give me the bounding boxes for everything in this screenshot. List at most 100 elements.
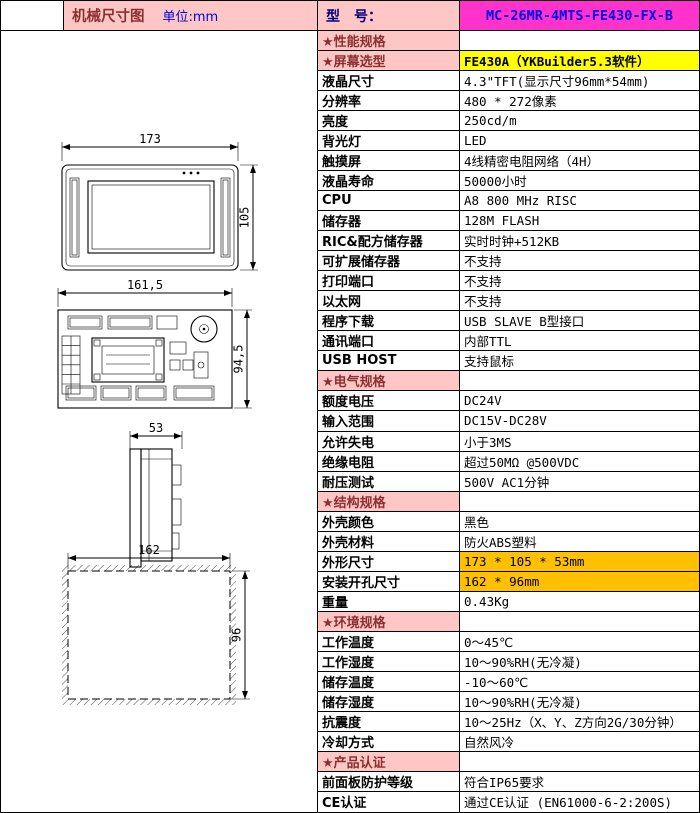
spec-label: 程序下载 [318, 311, 460, 331]
unit-label: 单位:mm [162, 10, 219, 25]
spec-section-row: ★性能规格 [318, 31, 699, 52]
spec-label: CE认证 [318, 791, 460, 812]
spec-label: 允许失电 [318, 431, 460, 451]
spec-label: ★电气规格 [318, 371, 460, 391]
spec-label: 冷却方式 [318, 731, 460, 751]
spec-value: 通过CE认证 (EN61000-6-2:200S) [464, 795, 673, 811]
spec-value: 符合IP65要求 [464, 774, 545, 790]
drawing-title: 机械尺寸图 [72, 9, 145, 25]
spec-label: 亮度 [318, 111, 460, 131]
spec-value: 0～45℃ [464, 634, 514, 650]
spec-row: 绝缘电阻超过50MΩ @500VDC [318, 451, 699, 472]
spec-label: 输入范围 [318, 411, 460, 431]
spec-value: -10～60℃ [464, 674, 529, 690]
spec-value: 128M FLASH [464, 213, 540, 229]
spec-row: CE认证通过CE认证 (EN61000-6-2:200S) [318, 791, 699, 812]
spec-label: RIC&配方储存器 [318, 231, 460, 251]
spec-value: 10～25Hz（X、Y、Z方向2G/30分钟） [464, 714, 682, 730]
spec-value: 防火ABS塑料 [464, 534, 537, 550]
spec-value: 173 * 105 * 53mm [460, 551, 699, 571]
spec-label: 以太网 [318, 291, 460, 311]
drawing-header-cell: 机械尺寸图 单位:mm [64, 1, 317, 30]
spec-value: 黑色 [464, 514, 490, 530]
spec-value: 不支持 [464, 274, 502, 290]
spec-label: ★屏幕选型 [318, 51, 460, 71]
spec-value: 自然风冷 [464, 734, 515, 750]
spec-value: A8 800 MHz RISC [464, 193, 577, 209]
spec-value: 480 * 272像素 [464, 94, 557, 110]
spec-label: 液晶尺寸 [318, 71, 460, 91]
spec-value [460, 371, 699, 390]
spec-section-row: ★产品认证 [318, 751, 699, 772]
spec-value: LED [464, 133, 487, 149]
spec-row: 储存温度-10～60℃ [318, 671, 699, 692]
cutout-height-dimension: 96 [230, 628, 244, 642]
spec-value: 不支持 [464, 294, 502, 310]
front-view-drawing: 173 105 [61, 132, 258, 271]
spec-label: ★结构规格 [318, 491, 460, 511]
spec-value [460, 612, 699, 631]
spec-row: RIC&配方储存器实时时钟+512KB [318, 231, 699, 252]
spec-label: 抗震度 [318, 711, 460, 731]
spec-label: ★性能规格 [318, 31, 460, 51]
spec-value: 小于3MS [464, 434, 512, 450]
spec-label: 分辨率 [318, 91, 460, 111]
spec-value: 500V AC1分钟 [464, 474, 550, 490]
cutout-width-dimension: 162 [138, 543, 160, 557]
spec-label: 背光灯 [318, 131, 460, 151]
spec-value [460, 752, 699, 771]
spec-label: ★产品认证 [318, 751, 460, 771]
spec-row: 前面板防护等级符合IP65要求 [318, 771, 699, 792]
spec-value: 4线精密电阻网络（4H） [464, 154, 600, 170]
panel-cutout-drawing: 162 96 [62, 543, 250, 705]
spec-label: 储存温度 [318, 671, 460, 691]
spec-value: 162 * 96mm [460, 571, 699, 591]
back-width-dimension: 161,5 [127, 278, 163, 292]
spec-row: 外壳颜色黑色 [318, 511, 699, 532]
spec-row: 允许失电小于3MS [318, 431, 699, 452]
front-width-dimension: 173 [139, 132, 161, 146]
spec-value: 10～90%RH(无冷凝) [464, 694, 582, 710]
spec-row: 通讯端口内部TTL [318, 331, 699, 352]
spec-row: 可扩展储存器不支持 [318, 251, 699, 272]
model-label: 型 号： [318, 1, 460, 31]
spec-value: 实时时钟+512KB [464, 234, 560, 250]
spec-label: 外壳材料 [318, 531, 460, 551]
spec-label: 储存器 [318, 211, 460, 231]
spec-row: 以太网不支持 [318, 291, 699, 312]
spec-label: USB HOST [318, 351, 460, 371]
spec-value: 内部TTL [464, 334, 512, 350]
spec-label: 安装开孔尺寸 [318, 571, 460, 591]
spec-value: FE430A（YKBuilder5.3软件） [460, 51, 699, 71]
spec-label: 通讯端口 [318, 331, 460, 351]
spec-value: 250cd/m [464, 113, 517, 129]
spec-value: 不支持 [464, 254, 502, 270]
spec-value: 支持鼠标 [464, 354, 515, 370]
spec-section-row: ★电气规格 [318, 371, 699, 392]
spec-label: ★环境规格 [318, 611, 460, 631]
drawing-header: 机械尺寸图 单位:mm [1, 1, 318, 31]
spec-value: 50000小时 [464, 174, 527, 190]
model-value: MC-26MR-4MTS-FE430-FX-B [460, 1, 699, 31]
spec-value: USB SLAVE B型接口 [464, 314, 585, 330]
spec-label: 触摸屏 [318, 151, 460, 171]
spec-label: CPU [318, 191, 460, 211]
